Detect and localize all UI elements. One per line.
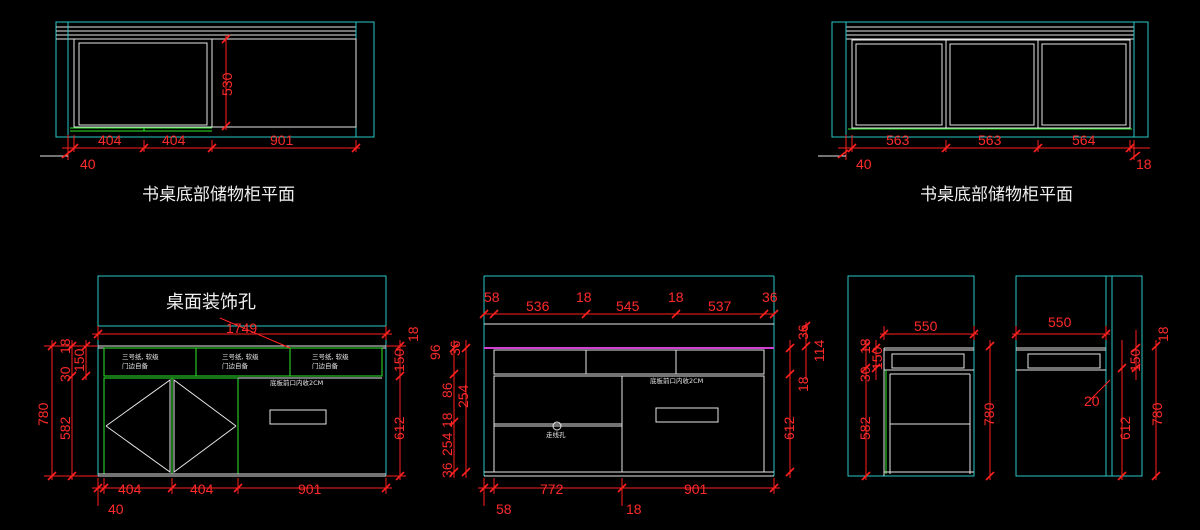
dim-fm-36: 36 xyxy=(762,289,778,305)
dim-fl-780: 780 xyxy=(35,402,51,426)
dim-fm-58: 58 xyxy=(484,289,500,305)
note-bin3b: 门边自备 xyxy=(312,361,339,370)
note-small-hole: 走线孔 xyxy=(546,430,566,439)
plan-right-title: 书桌底部储物柜平面 xyxy=(920,185,1073,205)
dim-fl-612: 612 xyxy=(391,416,407,440)
dim-fl-404b: 404 xyxy=(190,481,214,497)
dim-fm-96: 96 xyxy=(427,344,443,360)
dim-pr-18: 18 xyxy=(1136,156,1152,172)
dim-fm-254a: 254 xyxy=(455,384,471,408)
note-bin1: 三号纸, 软级 xyxy=(122,352,159,361)
dim-fl-150: 150 xyxy=(71,348,87,372)
dim-fm-114: 114 xyxy=(811,339,827,362)
dim-pl-530: 530 xyxy=(219,72,235,96)
dim-pl-404b: 404 xyxy=(162,132,186,148)
dim-fm-612: 612 xyxy=(781,416,797,440)
dim-fl-18: 18 xyxy=(57,338,73,354)
dim-fm-772: 772 xyxy=(540,481,564,497)
dim-fl-901: 901 xyxy=(298,481,322,497)
dim-fm-36c: 36 xyxy=(439,462,455,478)
dim-s1-582: 582 xyxy=(857,416,873,440)
dim-fm-18b: 18 xyxy=(668,289,684,305)
dim-s1-18: 18 xyxy=(857,338,873,354)
dim-s2-150: 150 xyxy=(1127,348,1143,372)
dim-fm-254b: 254 xyxy=(439,432,455,456)
plan-left-title: 书桌底部储物柜平面 xyxy=(142,185,295,205)
note-bin1b: 门边自备 xyxy=(122,361,149,370)
dim-s1-30: 30 xyxy=(857,366,873,382)
dim-fm-86: 86 xyxy=(439,382,455,398)
side-elevation-1: 550 30 18 150 582 780 xyxy=(847,275,997,481)
dim-fl-18r: 18 xyxy=(405,326,421,342)
dim-fm-536: 536 xyxy=(526,298,550,314)
plan-view-right: 563 563 564 40 18 书桌底部储物柜平面 xyxy=(818,21,1152,205)
decor-hole-label: 桌面装饰孔 xyxy=(166,292,256,313)
dim-pl-404a: 404 xyxy=(98,132,122,148)
dim-fm-18a: 18 xyxy=(576,289,592,305)
dim-pr-564: 564 xyxy=(1072,132,1096,148)
dim-fl-404a: 404 xyxy=(118,481,142,497)
dim-s2-612: 612 xyxy=(1117,416,1133,440)
dim-s2-550: 550 xyxy=(1048,314,1072,330)
dim-pl-40: 40 xyxy=(80,156,96,172)
dim-fm-545: 545 xyxy=(616,298,640,314)
side-elevation-2: 550 18 150 20 612 780 xyxy=(1011,275,1171,481)
dim-fm-36b: 36 xyxy=(447,340,463,356)
dim-fl-1749: 1749 xyxy=(226,320,257,336)
dim-s1-150: 150 xyxy=(869,346,885,370)
dim-s2-780: 780 xyxy=(1149,402,1165,426)
dim-fl-30: 30 xyxy=(57,366,73,382)
note-bin2b: 门边自备 xyxy=(222,361,249,370)
dim-fl-150r: 150 xyxy=(391,348,407,372)
dim-fm-901: 901 xyxy=(684,481,708,497)
dim-fm-18r: 18 xyxy=(795,376,811,392)
dim-fm-36r: 36 xyxy=(795,324,811,340)
dim-fm-58b: 58 xyxy=(496,501,512,517)
dim-pl-901: 901 xyxy=(270,132,294,148)
dim-fl-582: 582 xyxy=(57,416,73,440)
elevation-middle: 走线孔 底板前口内收2CM xyxy=(427,275,827,517)
dim-pr-563b: 563 xyxy=(978,132,1002,148)
dim-pr-563a: 563 xyxy=(886,132,910,148)
note-drawer-b: 底板前口内收2CM xyxy=(650,376,703,385)
dim-s1-550: 550 xyxy=(914,318,938,334)
elevation-left: 三号纸, 软级 门边自备 三号纸, 软级 门边自备 三号纸, 软级 门边自备 底… xyxy=(35,275,421,517)
note-bin3: 三号纸, 软级 xyxy=(312,352,349,361)
dim-fm-537: 537 xyxy=(708,298,732,314)
dim-s2-18: 18 xyxy=(1155,326,1171,342)
dim-fl-40: 40 xyxy=(108,501,124,517)
dim-fm-18c: 18 xyxy=(439,412,455,428)
note-drawer-a: 底板前口内收2CM xyxy=(270,378,323,387)
dim-s1-780: 780 xyxy=(981,402,997,426)
dim-pr-40: 40 xyxy=(856,156,872,172)
dim-fm-18d: 18 xyxy=(626,501,642,517)
note-bin2: 三号纸, 软级 xyxy=(222,352,259,361)
dim-s2-20: 20 xyxy=(1084,393,1100,409)
plan-view-left: 404 404 901 40 530 书桌底部储物柜平面 xyxy=(40,21,375,205)
